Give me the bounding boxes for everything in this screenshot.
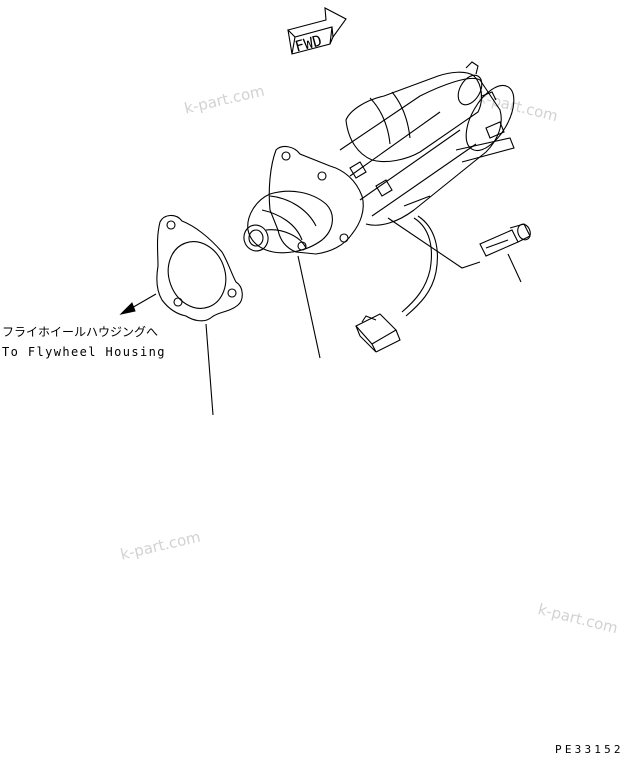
destination-label-ja: フライホイールハウジングへ (2, 325, 159, 339)
connector (355, 313, 401, 353)
gasket (156, 214, 243, 322)
leader-lines (205, 217, 522, 416)
destination-label-en: To Flywheel Housing (2, 345, 166, 359)
drawing-code: PE33152 (555, 743, 624, 756)
pointer-arrow-icon (119, 293, 157, 315)
wire-harness (355, 215, 438, 353)
fwd-arrow-icon: FWD (286, 7, 347, 56)
leader-line-starter (297, 255, 321, 359)
starter-motor (243, 61, 515, 255)
leader-line-wire (387, 217, 481, 269)
mounting-bolt (479, 223, 531, 257)
leader-line-gasket (205, 323, 214, 416)
fwd-label: FWD (293, 31, 324, 55)
leader-line-bolt (507, 253, 522, 283)
